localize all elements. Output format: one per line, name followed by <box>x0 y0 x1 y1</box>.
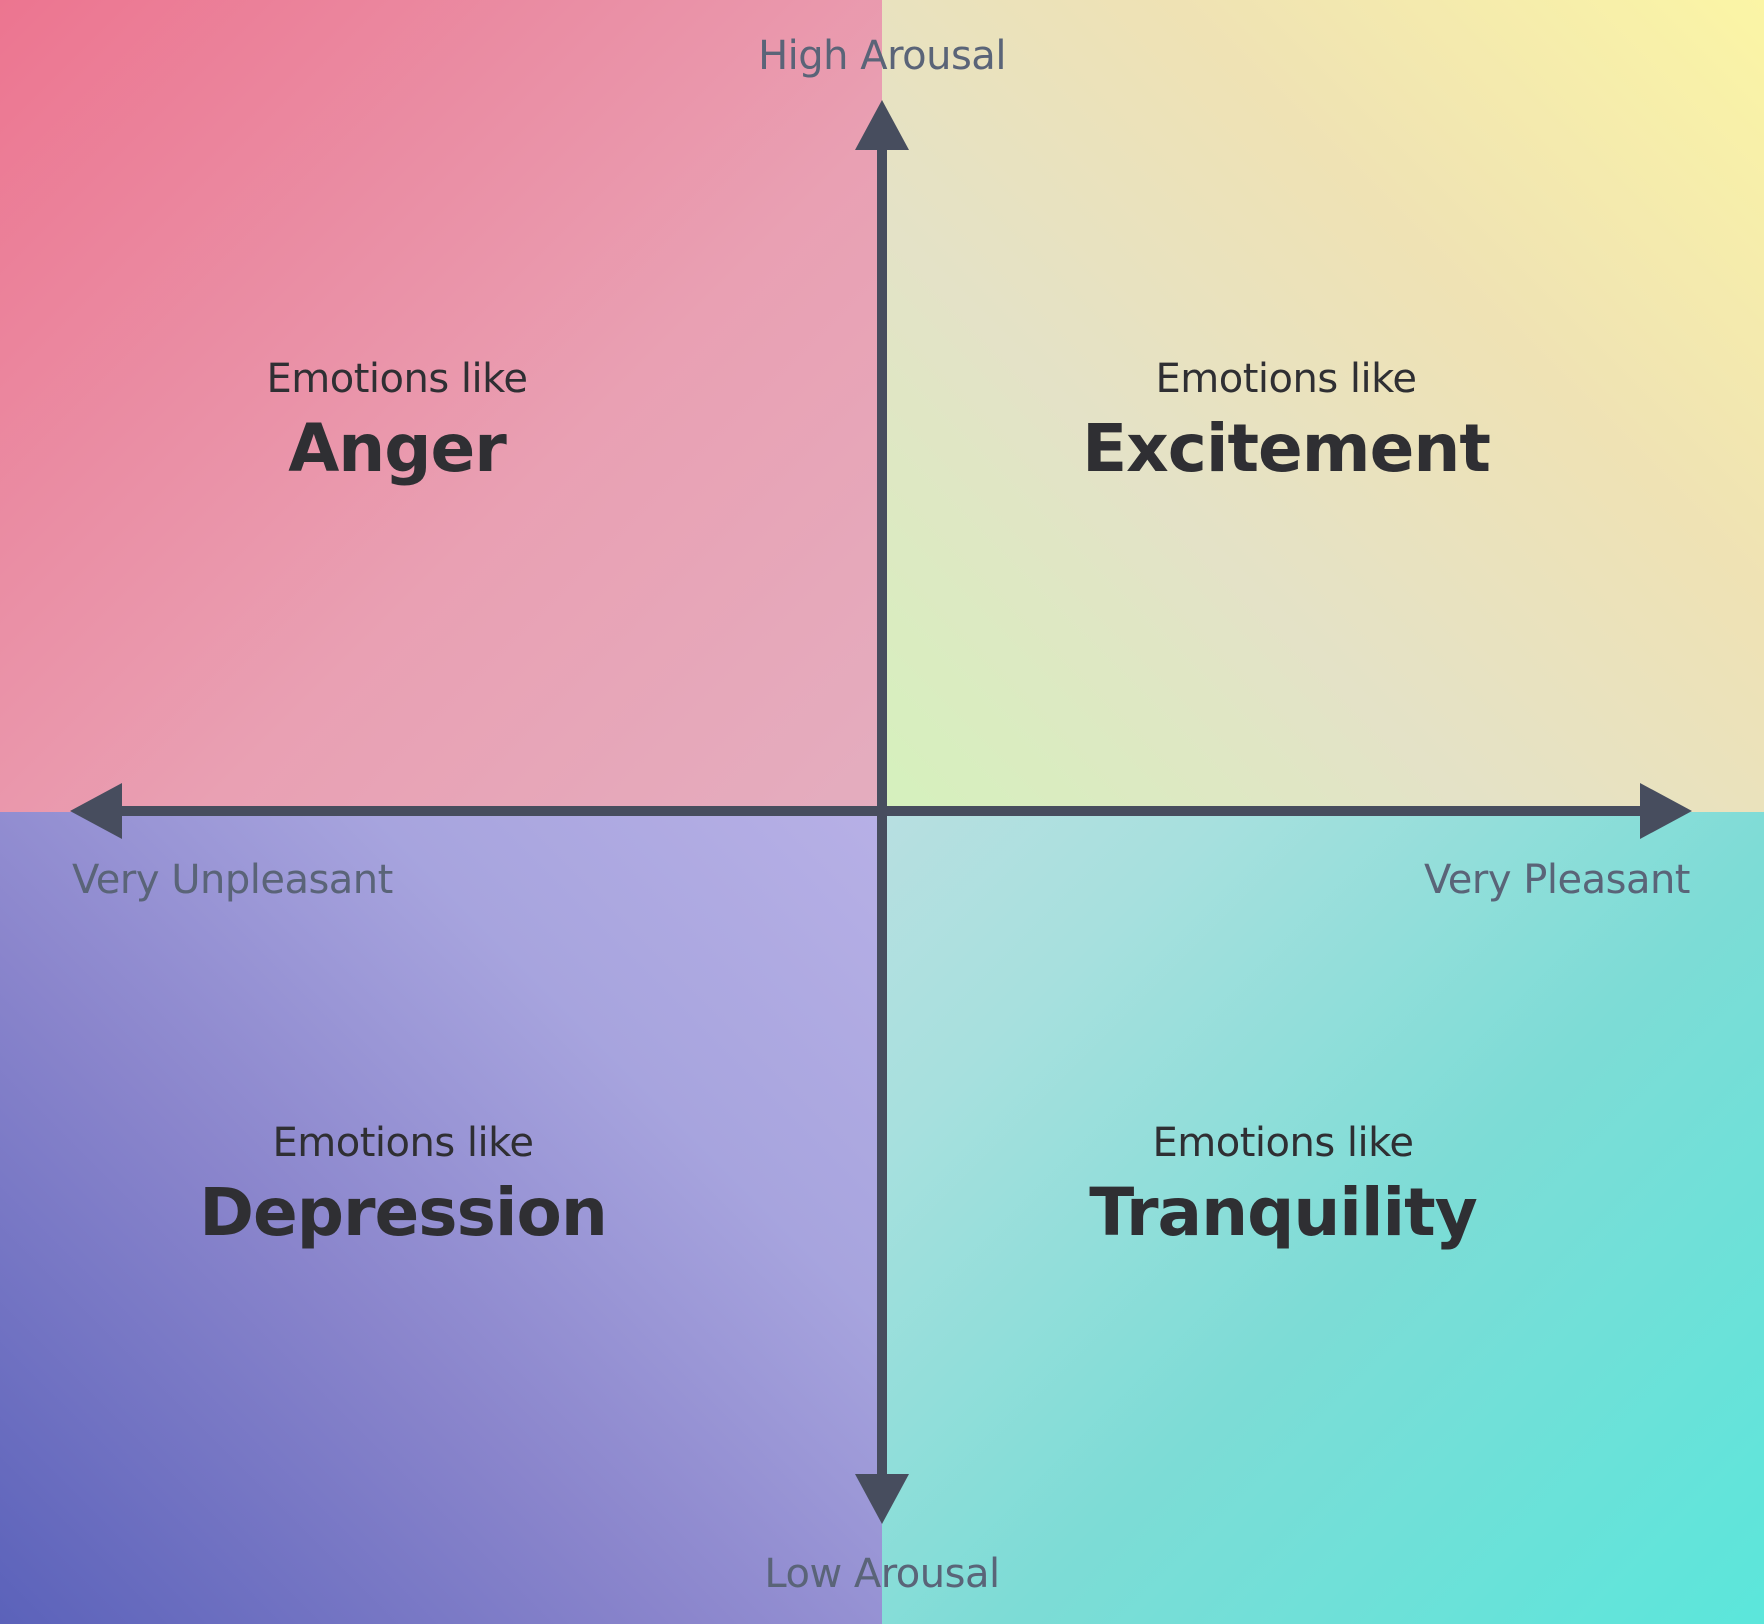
quadrant-tranquility-emotion: Tranquility <box>1089 1174 1478 1251</box>
arrow-left-icon <box>70 783 122 839</box>
quadrant-depression-prefix: Emotions like <box>272 1120 534 1166</box>
axis-label-very-pleasant: Very Pleasant <box>1424 857 1690 903</box>
quadrant-tranquility: Emotions like Tranquility <box>882 812 1764 1624</box>
quadrant-tranquility-label: Emotions like Tranquility <box>842 1120 1724 1251</box>
quadrant-anger: Emotions like Anger <box>0 0 882 812</box>
quadrant-excitement-label: Emotions like Excitement <box>845 356 1727 487</box>
quadrant-anger-emotion: Anger <box>288 410 507 487</box>
axis-label-very-unpleasant: Very Unpleasant <box>72 857 393 903</box>
axis-label-high-arousal: High Arousal <box>758 33 1006 79</box>
quadrant-anger-label: Emotions like Anger <box>0 356 832 487</box>
quadrant-tranquility-prefix: Emotions like <box>1152 1120 1414 1166</box>
axis-label-low-arousal: Low Arousal <box>764 1551 1000 1597</box>
quadrant-depression: Emotions like Depression <box>0 812 882 1624</box>
quadrant-excitement-emotion: Excitement <box>1082 410 1491 487</box>
quadrant-depression-emotion: Depression <box>199 1174 608 1251</box>
arrow-right-icon <box>1640 783 1692 839</box>
arrow-up-icon <box>855 100 909 150</box>
quadrant-excitement: Emotions like Excitement <box>882 0 1764 812</box>
quadrant-excitement-prefix: Emotions like <box>1155 356 1417 402</box>
quadrant-anger-prefix: Emotions like <box>266 356 528 402</box>
quadrant-depression-label: Emotions like Depression <box>0 1120 844 1251</box>
arrow-down-icon <box>855 1474 909 1524</box>
